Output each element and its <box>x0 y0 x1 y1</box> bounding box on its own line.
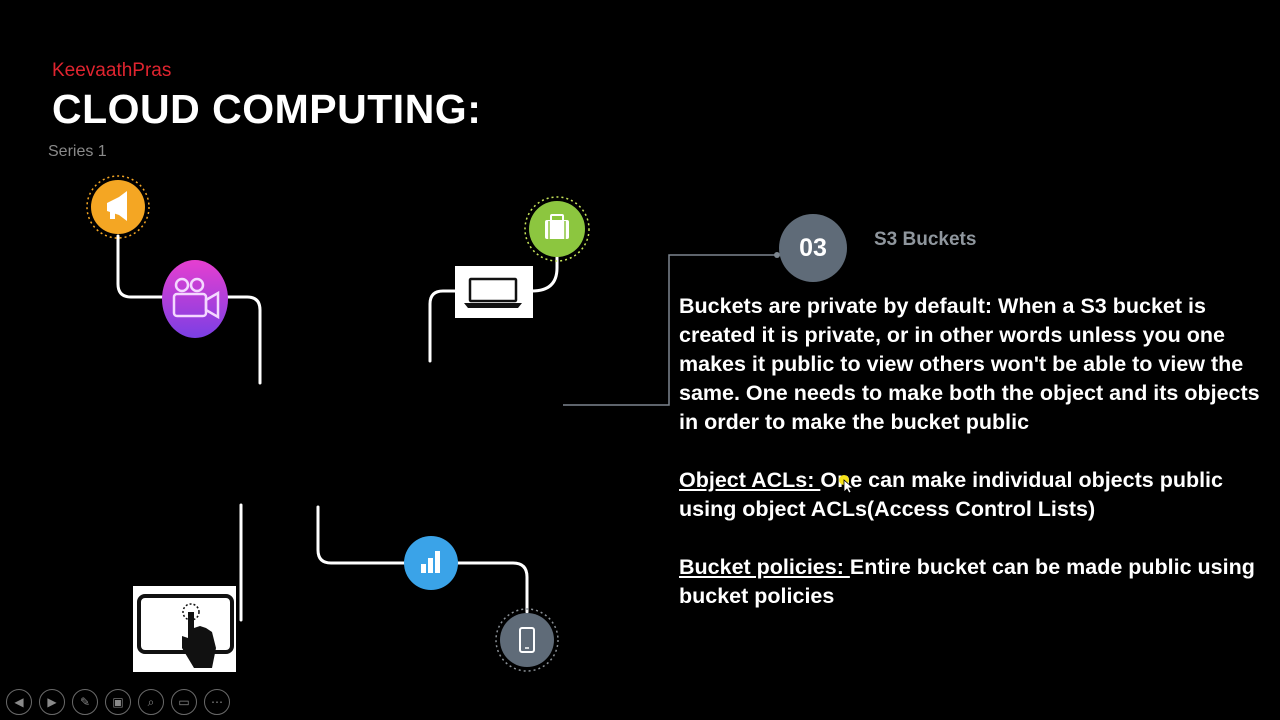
zoom-button[interactable]: ⌕ <box>138 689 164 715</box>
connector-camera-down <box>220 295 262 385</box>
mouse-pointer-icon <box>839 475 854 494</box>
connector-lines <box>116 234 559 622</box>
section-number-badge: 03 <box>779 214 847 282</box>
paragraph-private-default: Buckets are private by default: When a S… <box>679 294 1260 434</box>
paragraph-object-acls: Object ACLs: One can make individual obj… <box>679 466 1269 524</box>
megaphone-icon <box>86 175 150 239</box>
presentation-toolbar: ◀ ▶ ✎ ▣ ⌕ ▭ ⋯ <box>6 689 230 715</box>
body-text: Buckets are private by default: When a S… <box>679 292 1269 640</box>
connector-chart-left <box>316 505 406 565</box>
video-camera-icon <box>162 260 228 338</box>
connector-chart-phone <box>456 561 529 614</box>
see-all-slides-button[interactable]: ▣ <box>105 689 131 715</box>
brand-label: KeevaathPras <box>52 60 172 81</box>
pen-tool-button[interactable]: ✎ <box>72 689 98 715</box>
connector-laptop-left <box>428 289 457 363</box>
more-options-button[interactable]: ⋯ <box>204 689 230 715</box>
series-label: Series 1 <box>48 143 107 160</box>
object-acls-heading: Object ACLs: <box>679 468 821 492</box>
previous-slide-button[interactable]: ◀ <box>6 689 32 715</box>
bar-chart-icon <box>404 536 458 590</box>
smartphone-icon <box>495 608 559 672</box>
slide-title: CLOUD COMPUTING: <box>52 86 482 132</box>
laptop-icon <box>455 266 533 318</box>
connector-megaphone-camera <box>116 234 172 299</box>
section-label: S3 Buckets <box>874 229 977 250</box>
object-acls-text: One can make individual objects public u… <box>679 468 1223 521</box>
bucket-policies-text: Entire bucket can be made public using b… <box>679 555 1255 608</box>
paragraph-bucket-policies: Bucket policies: Entire bucket can be ma… <box>679 553 1269 611</box>
connector-laptop-briefcase <box>530 255 559 293</box>
briefcase-icon <box>524 196 590 262</box>
callout-line <box>563 254 777 406</box>
bucket-policies-heading: Bucket policies: <box>679 555 850 579</box>
subtitles-button[interactable]: ▭ <box>171 689 197 715</box>
tablet-touch-icon <box>133 586 236 672</box>
callout-dot <box>774 252 780 258</box>
next-slide-button[interactable]: ▶ <box>39 689 65 715</box>
